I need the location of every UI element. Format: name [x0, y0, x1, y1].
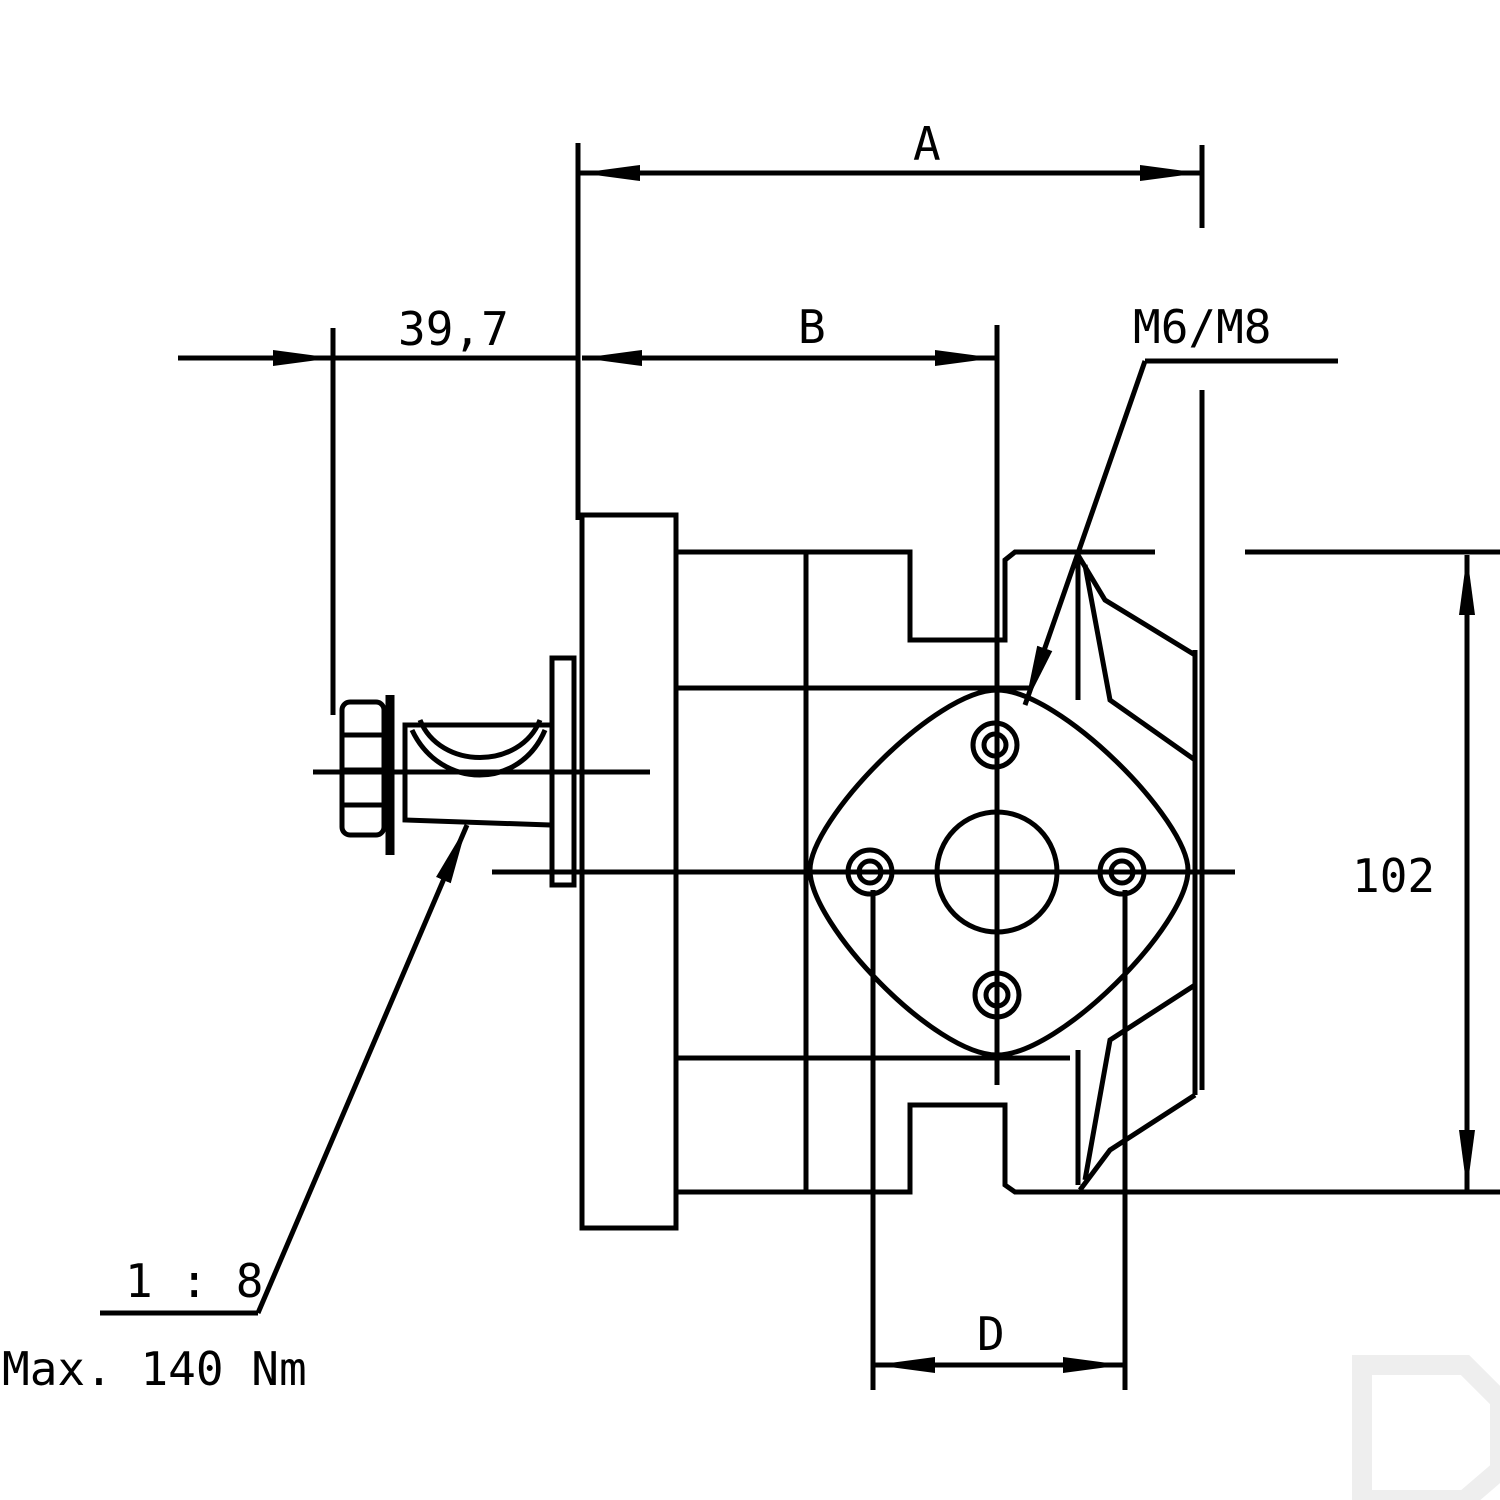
- label-thread: M6/M8: [1133, 300, 1271, 354]
- label-39-7: 39,7: [398, 302, 509, 356]
- label-taper: 1 : 8: [125, 1254, 263, 1308]
- taper-leader: [100, 824, 470, 1316]
- pump-body: [676, 390, 1500, 1195]
- shaft-nut: [339, 695, 395, 855]
- label-torque: Max. 140 Nm: [2, 1342, 307, 1396]
- label-b: B: [798, 300, 826, 354]
- port-plate: [807, 687, 1191, 1058]
- thread-leader: [1022, 358, 1338, 706]
- dimension-a: [575, 143, 1205, 520]
- label-a: A: [913, 117, 941, 171]
- label-102: 102: [1352, 849, 1435, 903]
- watermark-logo: [1352, 1355, 1500, 1500]
- dimension-b: [178, 325, 1000, 1085]
- shaft: [402, 655, 577, 888]
- label-d: D: [977, 1307, 1005, 1361]
- dimension-d: [870, 890, 1128, 1390]
